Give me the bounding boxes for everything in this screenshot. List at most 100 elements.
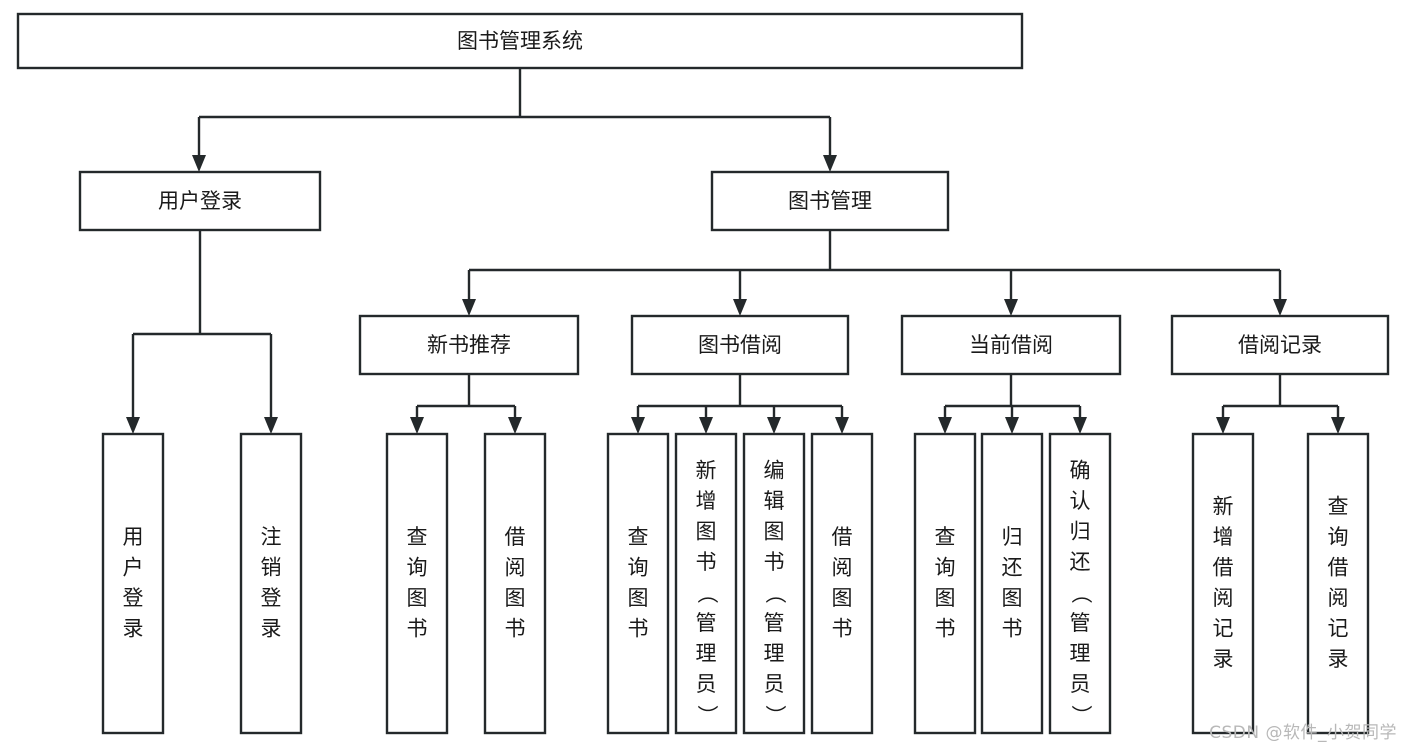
node-label-char: 书 xyxy=(935,616,956,640)
node-label-char: 注 xyxy=(261,525,282,549)
node-label-char: 销 xyxy=(261,555,282,579)
node-box-leaf-borrow-book-1[interactable] xyxy=(483,432,547,735)
connector-bookmanage-to-level2 xyxy=(462,230,1287,316)
node-label-char: 登 xyxy=(261,586,282,610)
node-box-leaf-add-book[interactable] xyxy=(674,432,738,735)
node-book-manage[interactable]: 图书管理 xyxy=(710,170,950,232)
node-box-leaf-user-login[interactable] xyxy=(101,432,165,735)
node-label-char: 阅 xyxy=(1213,586,1234,610)
node-borrow-record[interactable]: 借阅记录 xyxy=(1170,314,1390,376)
node-leaf-user-login[interactable]: 用户登录 xyxy=(101,432,165,735)
node-user-login[interactable]: 用户登录 xyxy=(78,170,322,232)
node-label-char: 借 xyxy=(1328,555,1349,579)
node-label-char: 归 xyxy=(1070,519,1091,543)
connector-root-to-level1 xyxy=(192,68,837,172)
node-box-borrow-record[interactable] xyxy=(1170,314,1390,376)
node-label-char: ） xyxy=(695,705,719,726)
node-label-char: 用 xyxy=(123,525,144,549)
node-label-char: 查 xyxy=(407,525,428,549)
node-label-char: 录 xyxy=(1328,647,1349,671)
node-current-borrow[interactable]: 当前借阅 xyxy=(900,314,1122,376)
node-box-leaf-confirm-return[interactable] xyxy=(1048,432,1112,735)
node-label: 图书管理系统 xyxy=(457,29,583,53)
node-new-book-recommend[interactable]: 新书推荐 xyxy=(358,314,580,376)
node-label-char: 图 xyxy=(696,519,717,543)
node-label-char: 员 xyxy=(696,672,717,696)
node-label-char: 员 xyxy=(764,672,785,696)
node-boxes-group: 图书管理系统用户登录图书管理新书推荐图书借阅当前借阅借阅记录用户登录注销登录查询… xyxy=(16,12,1390,735)
node-box-leaf-add-record[interactable] xyxy=(1191,432,1255,735)
node-label-char: 书 xyxy=(764,550,785,574)
node-label-char: 还 xyxy=(1070,550,1091,574)
node-label-char: 图 xyxy=(764,519,785,543)
node-label-char: 录 xyxy=(123,616,144,640)
node-label: 借阅记录 xyxy=(1238,333,1322,357)
node-label-char: 确 xyxy=(1070,458,1091,482)
node-label-char: 查 xyxy=(628,525,649,549)
node-label-char: 新 xyxy=(1213,494,1234,518)
node-label: 图书管理 xyxy=(788,189,872,213)
node-label-char: （ xyxy=(763,583,787,604)
node-label-char: 书 xyxy=(832,616,853,640)
node-label-char: 辑 xyxy=(764,489,785,513)
node-label-char: 询 xyxy=(1328,525,1349,549)
node-label-char: 询 xyxy=(628,555,649,579)
node-box-leaf-query-record[interactable] xyxy=(1306,432,1370,735)
node-label-char: 阅 xyxy=(1328,586,1349,610)
node-label-char: 理 xyxy=(696,641,717,665)
node-box-root[interactable] xyxy=(16,12,1024,70)
node-box-leaf-logout[interactable] xyxy=(239,432,303,735)
node-label-char: 录 xyxy=(1213,647,1234,671)
connector-newbook-to-leaves xyxy=(410,374,522,434)
node-label-char: 借 xyxy=(832,525,853,549)
node-label-char: 书 xyxy=(407,616,428,640)
node-label: 图书借阅 xyxy=(698,333,782,357)
node-box-book-manage[interactable] xyxy=(710,170,950,232)
node-label-char: 登 xyxy=(123,586,144,610)
node-label-char: 图 xyxy=(628,586,649,610)
node-box-user-login[interactable] xyxy=(78,170,322,232)
node-label: 新书推荐 xyxy=(427,333,511,357)
node-label-char: 查 xyxy=(1328,494,1349,518)
node-label-char: 增 xyxy=(1213,525,1234,549)
node-label-char: 图 xyxy=(935,586,956,610)
node-label-char: 阅 xyxy=(505,555,526,579)
node-box-leaf-query-book-1[interactable] xyxy=(385,432,449,735)
node-box-leaf-edit-book[interactable] xyxy=(742,432,806,735)
node-book-borrow[interactable]: 图书借阅 xyxy=(630,314,850,376)
node-box-book-borrow[interactable] xyxy=(630,314,850,376)
node-label-char: （ xyxy=(695,583,719,604)
node-box-current-borrow[interactable] xyxy=(900,314,1122,376)
node-box-leaf-query-book-3[interactable] xyxy=(913,432,977,735)
node-label-char: （ xyxy=(1069,583,1093,604)
node-root[interactable]: 图书管理系统 xyxy=(16,12,1024,70)
node-box-new-book-recommend[interactable] xyxy=(358,314,580,376)
node-label-char: 书 xyxy=(628,616,649,640)
node-label-char: 询 xyxy=(407,555,428,579)
node-box-leaf-query-book-2[interactable] xyxy=(606,432,670,735)
node-label-char: 记 xyxy=(1328,616,1349,640)
node-label-char: 查 xyxy=(935,525,956,549)
node-box-leaf-return-book[interactable] xyxy=(980,432,1044,735)
connector-bookborrow-to-leaves xyxy=(631,374,849,434)
node-label-char: 图 xyxy=(505,586,526,610)
node-label-char: 记 xyxy=(1213,616,1234,640)
node-label-char: 书 xyxy=(505,616,526,640)
connector-currentborrow-to-leaves xyxy=(938,374,1087,434)
node-label-char: 户 xyxy=(123,555,144,579)
node-box-leaf-borrow-book-2[interactable] xyxy=(810,432,874,735)
node-label-char: 理 xyxy=(1070,641,1091,665)
